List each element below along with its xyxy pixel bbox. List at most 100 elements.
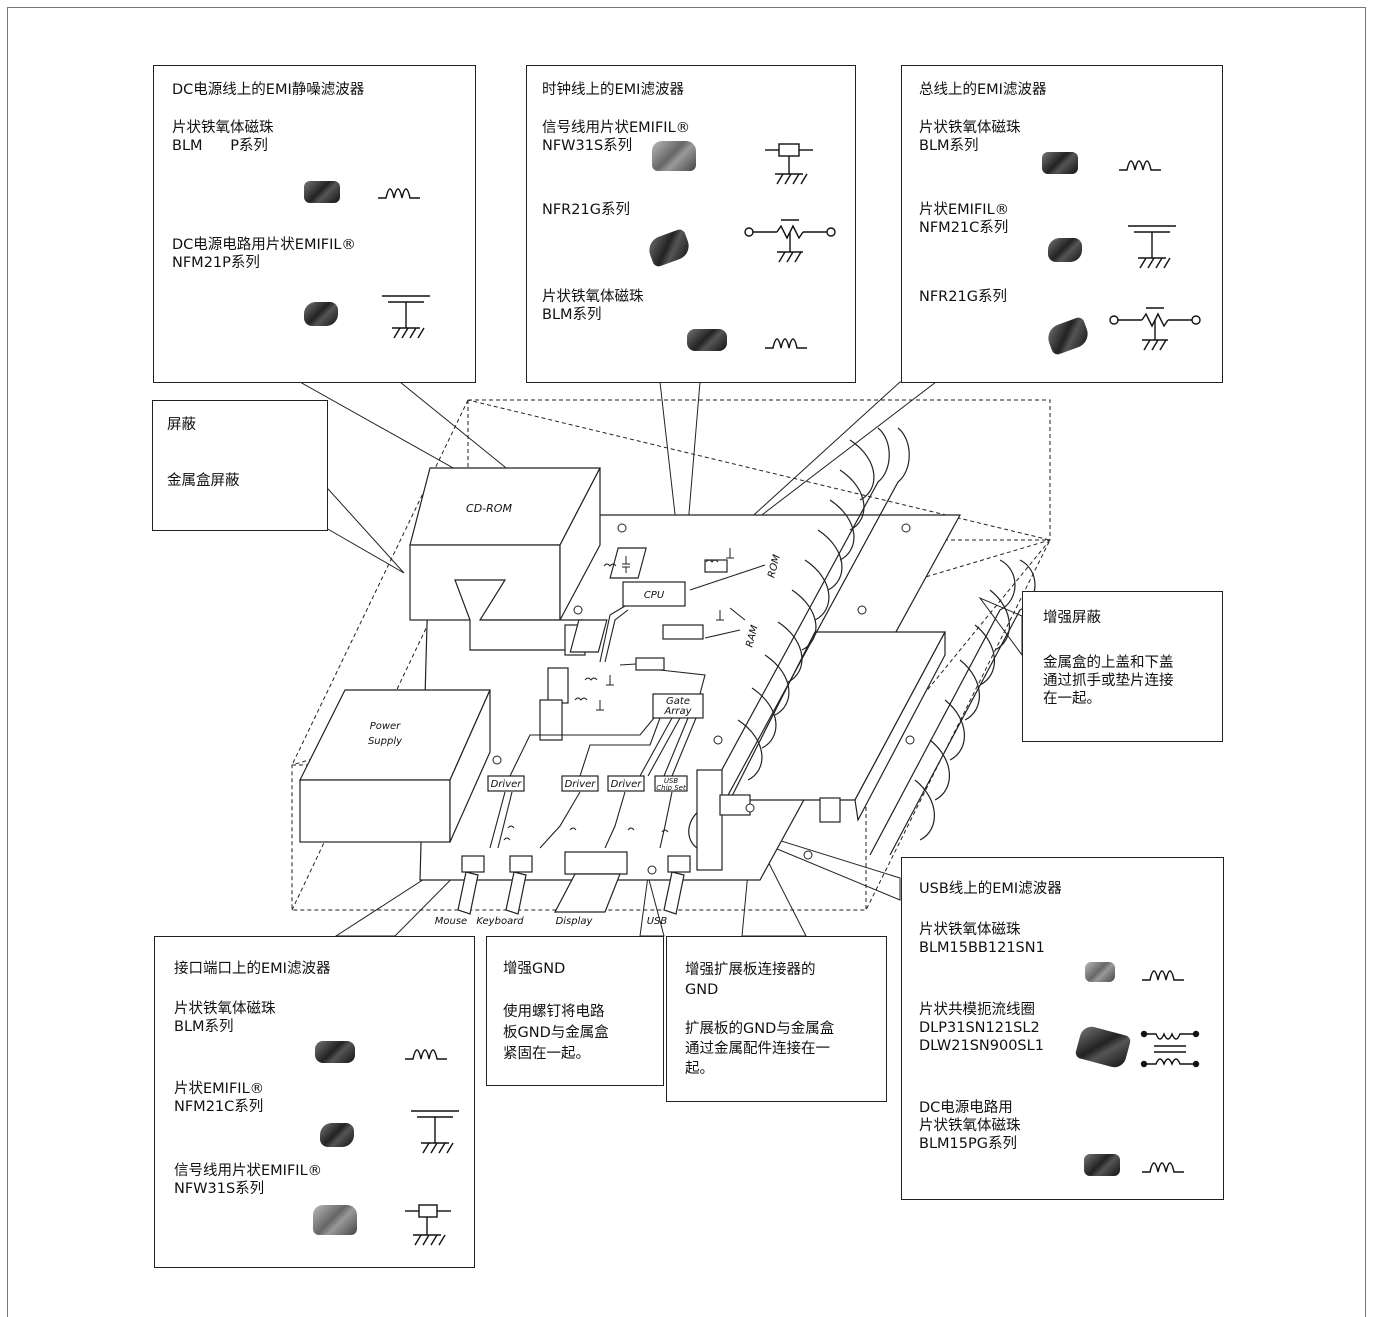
callout-title: 增强扩展板连接器的 GND <box>685 962 816 998</box>
product-series: NFW31S系列 <box>542 138 633 154</box>
callout-body: 使用螺钉将电路 板GND与金属盒 紧固在一起。 <box>503 1004 609 1062</box>
emifil-chip-image <box>320 1123 354 1147</box>
emifil-chip-image <box>313 1205 357 1235</box>
product-name: 片状铁氧体磁珠 <box>172 120 274 136</box>
cpu-label: CPU <box>644 590 665 601</box>
product-series: NFM21P系列 <box>172 255 260 271</box>
product-name: 片状共模扼流线圈 <box>919 1002 1035 1018</box>
usb-port-label: USB <box>647 916 668 927</box>
capacitor-icon <box>382 295 430 339</box>
usb-chip <box>654 775 688 792</box>
callout-gnd: 增强GND 使用螺钉将电路 板GND与金属盒 紧固在一起。 <box>486 936 664 1086</box>
ferrite-bead-chip-image <box>1085 962 1115 982</box>
callout-title: DC电源线上的EMI静噪滤波器 <box>172 82 365 98</box>
product-name: 片状铁氧体磁珠 <box>174 1001 276 1017</box>
product-series: BLM系列 <box>542 307 602 323</box>
callout-body: 金属盒屏蔽 <box>167 473 240 489</box>
cdrom-drive <box>409 467 601 621</box>
product-series: BLM P系列 <box>172 138 268 154</box>
callout-clock: 时钟线上的EMI滤波器 信号线用片状EMIFIL® NFW31S系列 NFR21… <box>526 65 856 383</box>
product-series: NFM21C系列 <box>919 220 1009 236</box>
callout-title: 屏蔽 <box>167 417 196 433</box>
gate-label-1: Gate <box>666 696 690 707</box>
product-series: BLM15BB121SN1 <box>919 940 1045 956</box>
driver3-label: Driver <box>611 779 643 790</box>
driver1-label: Driver <box>491 779 523 790</box>
product-name: 片状EMIFIL® <box>174 1081 265 1097</box>
callout-dc-power: DC电源线上的EMI静噪滤波器 片状铁氧体磁珠 BLM P系列 DC电源电路用片… <box>153 65 476 383</box>
callout-ext-gnd: 增强扩展板连接器的 GND 扩展板的GND与金属盒 通过金属配件连接在一 起。 <box>666 936 887 1102</box>
callout-bus: 总线上的EMI滤波器 片状铁氧体磁珠 BLM系列 片状EMIFIL® NFM21… <box>901 65 1223 383</box>
driver2-label: Driver <box>565 779 597 790</box>
ferrite-bead-chip-image <box>1084 1154 1120 1176</box>
product-name: DC电源电路用 片状铁氧体磁珠 <box>919 1100 1021 1134</box>
callout-title: 接口端口上的EMI滤波器 <box>174 961 331 977</box>
emifil-chip-image <box>652 141 696 171</box>
product-name: 片状铁氧体磁珠 <box>919 922 1021 938</box>
product-series: DLP31SN121SL2 DLW21SN900SL1 <box>919 1020 1044 1054</box>
callout-shield: 屏蔽 金属盒屏蔽 <box>152 400 328 531</box>
io-connectors <box>457 851 691 915</box>
cdrom-label: CD-ROM <box>466 502 512 515</box>
rom-chip <box>609 547 647 579</box>
power-supply <box>299 689 491 843</box>
inductor-icon <box>1142 970 1184 981</box>
resistor-filter-icon <box>765 143 813 185</box>
inductor-icon <box>1119 160 1161 171</box>
inductor-icon <box>1142 1162 1184 1173</box>
driver1-chip <box>487 775 525 792</box>
product-series: NFM21C系列 <box>174 1099 264 1115</box>
page-frame <box>7 7 1366 1317</box>
callout-shield-plus: 增强屏蔽 金属盒的上盖和下盖 通过抓手或垫片连接 在一起。 <box>1022 591 1223 742</box>
resistor-filter-icon <box>405 1204 451 1246</box>
product-name: DC电源电路用片状EMIFIL® <box>172 237 356 253</box>
ferrite-bead-chip-image <box>315 1041 355 1063</box>
capacitor-icon <box>411 1110 459 1154</box>
callout-title: 总线上的EMI滤波器 <box>919 82 1047 98</box>
pointer-gnd <box>639 875 665 937</box>
usb-chip-label-2: Chip Set <box>656 784 686 792</box>
product-series: BLM系列 <box>919 138 979 154</box>
cpu-chip <box>622 581 686 607</box>
callout-body: 扩展板的GND与金属盒 通过金属配件连接在一 起。 <box>685 1021 835 1077</box>
mouse-label: Mouse <box>435 916 467 927</box>
inductor-icon <box>765 338 807 349</box>
callout-title: 增强屏蔽 <box>1043 610 1101 626</box>
callout-body: 金属盒的上盖和下盖 通过抓手或垫片连接 在一起。 <box>1043 655 1174 707</box>
common-mode-choke-chip-image <box>1074 1024 1132 1070</box>
nfr-chip-image <box>1044 316 1092 356</box>
ferrite-bead-chip-image <box>304 181 340 203</box>
keyboard-label: Keyboard <box>476 916 524 927</box>
ferrite-bead-chip-image <box>1042 152 1078 174</box>
usb-chip-label-1: USB <box>664 777 679 785</box>
callout-title: 时钟线上的EMI滤波器 <box>542 82 684 98</box>
product-name: 片状铁氧体磁珠 <box>919 120 1021 136</box>
callout-title: USB线上的EMI滤波器 <box>919 881 1062 897</box>
product-name: 片状EMIFIL® <box>919 202 1010 218</box>
inductor-icon <box>405 1049 447 1060</box>
product-series: BLM系列 <box>174 1019 234 1035</box>
emifil-chip-image <box>304 302 338 326</box>
ram-chip <box>569 619 608 653</box>
driver3-chip <box>607 775 645 792</box>
nfr-chip-image <box>645 228 693 268</box>
product-series: NFR21G系列 <box>919 289 1007 305</box>
callout-usb: USB线上的EMI滤波器 片状铁氧体磁珠 BLM15BB121SN1 片状共模扼… <box>901 857 1224 1200</box>
product-series: NFW31S系列 <box>174 1181 265 1197</box>
product-series: NFR21G系列 <box>542 202 630 218</box>
power-label-2: Supply <box>368 736 403 747</box>
resistor-network-icon <box>744 219 836 263</box>
gate-array-chip <box>652 693 704 719</box>
inductor-icon <box>378 188 420 199</box>
resistor-network-icon <box>1109 307 1201 351</box>
ribbon-cable-rolls <box>688 427 1036 871</box>
product-series: BLM15PG系列 <box>919 1136 1017 1152</box>
ferrite-bead-chip-image <box>687 329 727 351</box>
common-mode-choke-icon <box>1140 1030 1200 1068</box>
gate-label-2: Array <box>663 706 692 717</box>
product-name: 信号线用片状EMIFIL® <box>174 1163 323 1179</box>
screws <box>492 523 915 875</box>
product-name: 信号线用片状EMIFIL® <box>542 120 691 136</box>
product-name: 片状铁氧体磁珠 <box>542 289 644 305</box>
